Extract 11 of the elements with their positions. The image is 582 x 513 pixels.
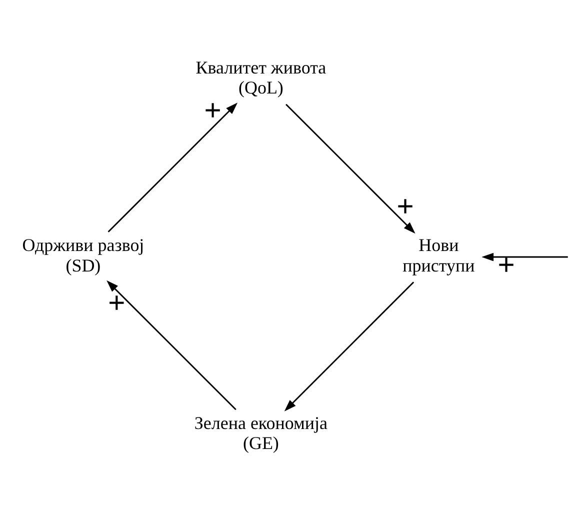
arrow [286,103,416,234]
edge-label: + [108,286,126,319]
arrow [108,102,238,232]
arrow [284,281,414,411]
arrow [106,280,236,410]
edge-label: + [396,190,414,222]
edge-label: + [498,249,515,282]
node-text: Одрживи развој (SD) [22,234,144,275]
node-text: Нови приступи [402,234,475,275]
node-text: Зелена економија (GE) [194,412,328,453]
arrow [482,252,568,261]
